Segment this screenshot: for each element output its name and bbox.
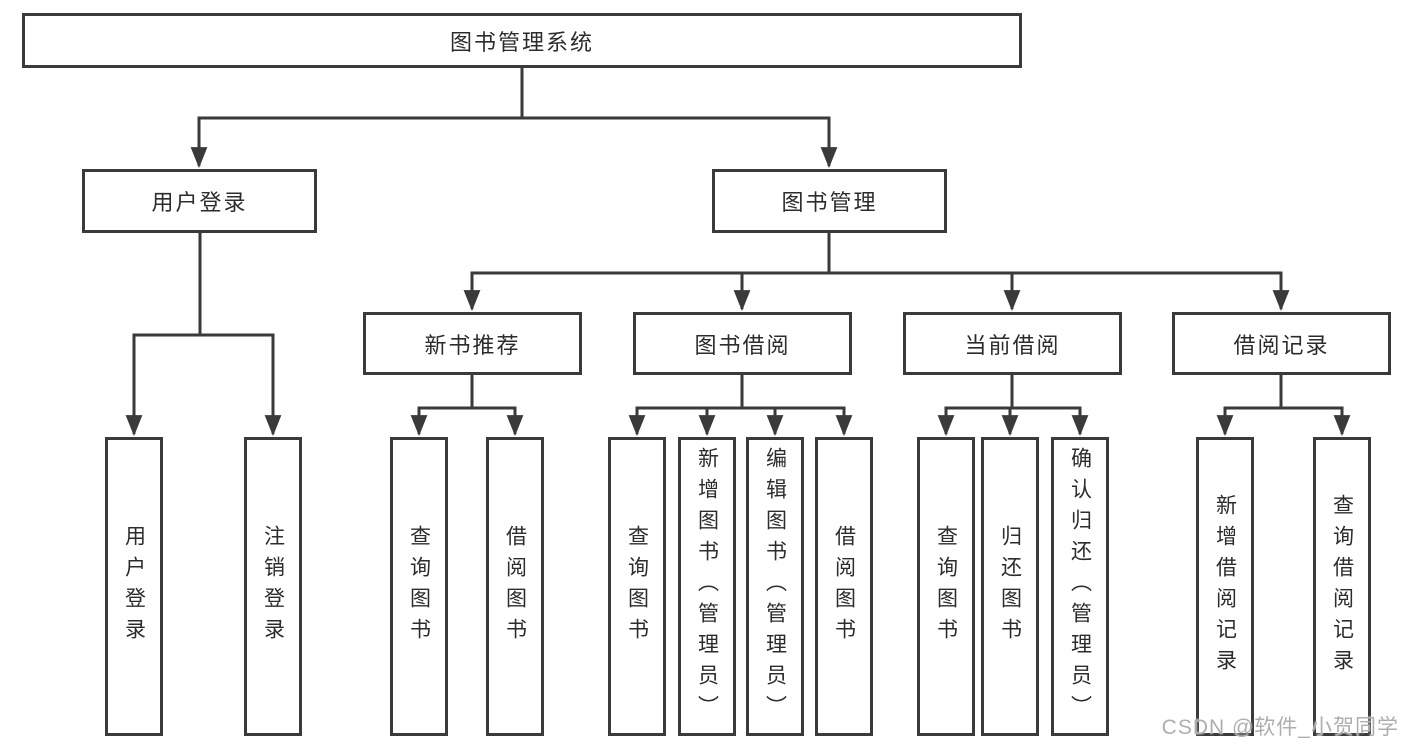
- leaf-edit-book-admin-label: 编辑图书（管理员）: [763, 447, 787, 726]
- node-book-borrowing-label: 图书借阅: [694, 332, 791, 358]
- leaf-newbook-borrow-books: 借阅图书: [486, 437, 544, 736]
- leaf-borrowing-query-books-label: 查询图书: [625, 524, 649, 649]
- leaf-add-borrow-record-label: 新增借阅记录: [1213, 493, 1237, 680]
- leaf-return-books-label: 归还图书: [998, 524, 1022, 649]
- node-borrowing-records: 借阅记录: [1172, 312, 1391, 375]
- node-new-book-recommend-label: 新书推荐: [424, 332, 521, 358]
- node-book-management-label: 图书管理: [781, 190, 878, 215]
- leaf-logout: 注销登录: [244, 437, 302, 736]
- leaf-edit-book-admin: 编辑图书（管理员）: [746, 437, 804, 736]
- leaf-borrowing-borrow-books: 借阅图书: [815, 437, 873, 736]
- node-root: 图书管理系统: [22, 13, 1022, 68]
- leaf-add-book-admin-label: 新增图书（管理员）: [695, 447, 719, 726]
- node-current-borrowing: 当前借阅: [903, 312, 1122, 375]
- leaf-newbook-query-books: 查询图书: [390, 437, 448, 736]
- leaf-newbook-borrow-books-label: 借阅图书: [503, 524, 527, 649]
- node-user-login: 用户登录: [82, 169, 317, 233]
- node-current-borrowing-label: 当前借阅: [964, 332, 1061, 358]
- leaf-newbook-query-books-label: 查询图书: [407, 524, 431, 649]
- node-root-label: 图书管理系统: [449, 29, 594, 55]
- leaf-add-book-admin: 新增图书（管理员）: [678, 437, 736, 736]
- leaf-query-borrow-record: 查询借阅记录: [1313, 437, 1371, 736]
- leaf-borrowing-query-books: 查询图书: [608, 437, 666, 736]
- leaf-current-query-books-label: 查询图书: [934, 524, 958, 649]
- leaf-add-borrow-record: 新增借阅记录: [1196, 437, 1254, 736]
- node-new-book-recommend: 新书推荐: [363, 312, 582, 375]
- leaf-query-borrow-record-label: 查询借阅记录: [1330, 493, 1354, 680]
- node-book-borrowing: 图书借阅: [633, 312, 852, 375]
- leaf-user-login: 用户登录: [105, 437, 163, 736]
- leaf-confirm-return-admin-label: 确认归还（管理员）: [1068, 447, 1092, 726]
- leaf-user-login-label: 用户登录: [122, 524, 146, 649]
- leaf-current-query-books: 查询图书: [917, 437, 975, 736]
- node-borrowing-records-label: 借阅记录: [1233, 332, 1330, 358]
- node-user-login-label: 用户登录: [151, 190, 248, 215]
- node-book-management: 图书管理: [712, 169, 947, 233]
- leaf-logout-label: 注销登录: [261, 524, 285, 649]
- leaf-borrowing-borrow-books-label: 借阅图书: [832, 524, 856, 649]
- leaf-return-books: 归还图书: [981, 437, 1039, 736]
- watermark: CSDN @软件_小贺同学: [1161, 716, 1399, 739]
- leaf-confirm-return-admin: 确认归还（管理员）: [1051, 437, 1109, 736]
